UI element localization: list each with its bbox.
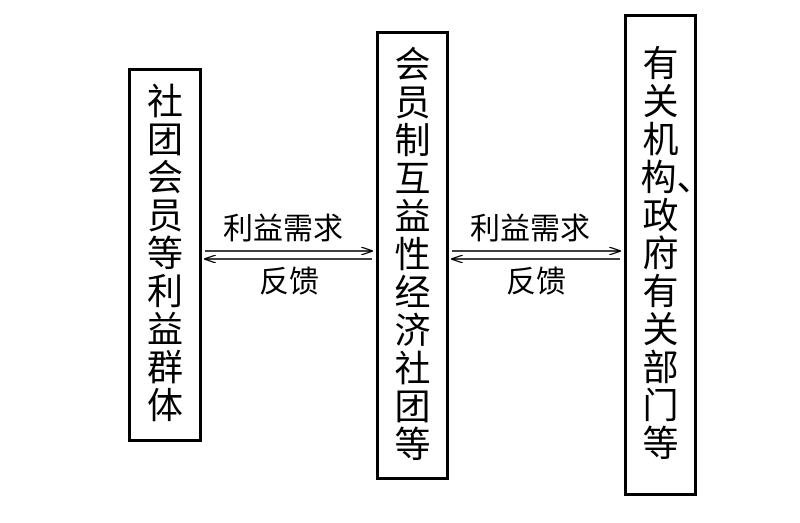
right-link-top-label: 利益需求 bbox=[470, 212, 590, 247]
left-link-top-label: 利益需求 bbox=[223, 212, 343, 247]
right-link-bottom-label: 反馈 bbox=[506, 265, 566, 300]
left-link-bottom-label: 反馈 bbox=[259, 265, 319, 300]
node-member-groups: 社团会员等利益群体 bbox=[128, 68, 202, 442]
node-member-groups-text: 社团会员等利益群体 bbox=[146, 82, 183, 427]
node-economic-associations-text: 会员制互益性经济社团等 bbox=[394, 44, 431, 466]
node-economic-associations: 会员制互益性经济社团等 bbox=[376, 31, 449, 480]
